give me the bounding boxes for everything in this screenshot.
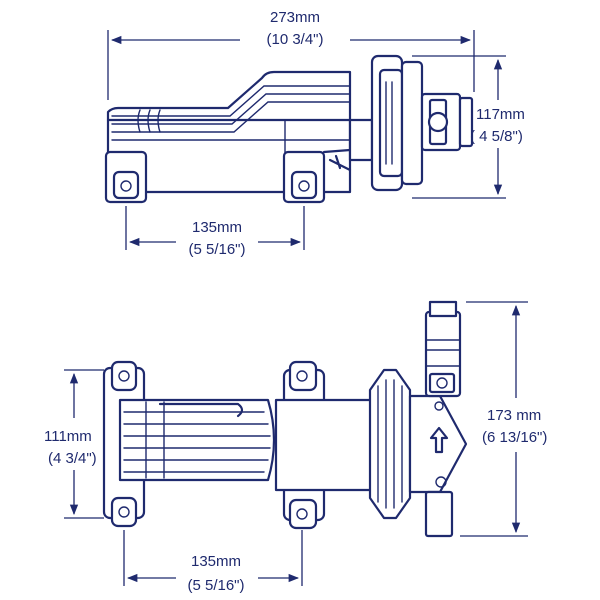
dimension-width: 111mm (4 3/4") bbox=[44, 369, 104, 519]
pump-head bbox=[328, 54, 474, 192]
motor-body bbox=[274, 398, 376, 492]
side-mount-spacing-metric: 135mm bbox=[192, 219, 242, 236]
dimension-height: 117mm ( 4 5/8") bbox=[412, 55, 525, 199]
width-metric: 111mm bbox=[44, 428, 92, 445]
height-imperial: ( 4 5/8") bbox=[470, 128, 523, 145]
pump-head-top bbox=[368, 300, 468, 538]
overall-length-imperial: (10 3/4") bbox=[266, 31, 323, 48]
top-mount-spacing-imperial: (5 5/16") bbox=[187, 577, 244, 594]
up-arrow-icon bbox=[429, 426, 449, 454]
dimension-overall-length: 273mm (10 3/4") bbox=[107, 9, 475, 100]
overall-length-metric: 273mm bbox=[270, 9, 320, 26]
port-span-imperial: (6 13/16") bbox=[482, 429, 547, 446]
height-metric: 117mm bbox=[476, 106, 525, 123]
port-span-metric: 173 mm bbox=[487, 407, 541, 424]
width-imperial: (4 3/4") bbox=[48, 450, 97, 467]
rear-mount-foot bbox=[104, 150, 148, 204]
side-view: 273mm (10 3/4") 117mm ( 4 5/8") 135mm (5… bbox=[104, 9, 525, 258]
front-mount-foot bbox=[282, 148, 352, 204]
dimension-top-mount-spacing: 135mm (5 5/16") bbox=[123, 530, 303, 594]
motor-fins bbox=[118, 398, 276, 482]
side-mount-spacing-imperial: (5 5/16") bbox=[188, 241, 245, 258]
top-mount-spacing-metric: 135mm bbox=[191, 553, 241, 570]
top-view: 111mm (4 3/4") 173 mm (6 13/16") 135mm (… bbox=[44, 300, 547, 594]
dimension-side-mount-spacing: 135mm (5 5/16") bbox=[125, 206, 305, 258]
dimension-port-span: 173 mm (6 13/16") bbox=[460, 301, 547, 537]
